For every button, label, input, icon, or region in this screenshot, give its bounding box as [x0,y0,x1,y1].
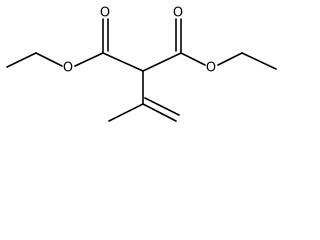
bond-right-ethyl-ch3 [241,52,277,70]
bond-alkene-double-a [142,103,177,122]
bond-right-ethyl-o-ch2 [217,52,243,66]
bond-center-to-right-carbonyl [142,52,182,72]
bond-left-ethyl-ch2-o [35,52,63,67]
atom-o-left-ester: O [63,61,73,76]
atom-o-left-carbonyl: O [100,6,110,21]
bond-alkene-methyl [108,103,144,122]
chemical-structure-diagram: O O O O [6,6,277,122]
bond-left-ester-o-c [74,52,104,67]
bond-left-carbonyl-to-center [102,52,144,72]
atom-o-right-ester: O [206,61,216,76]
bond-left-ethyl-ch3 [6,52,37,68]
bond-alkene-double-b [144,97,180,116]
bond-right-ester-c-o [180,52,206,66]
atom-o-right-carbonyl: O [173,6,183,21]
